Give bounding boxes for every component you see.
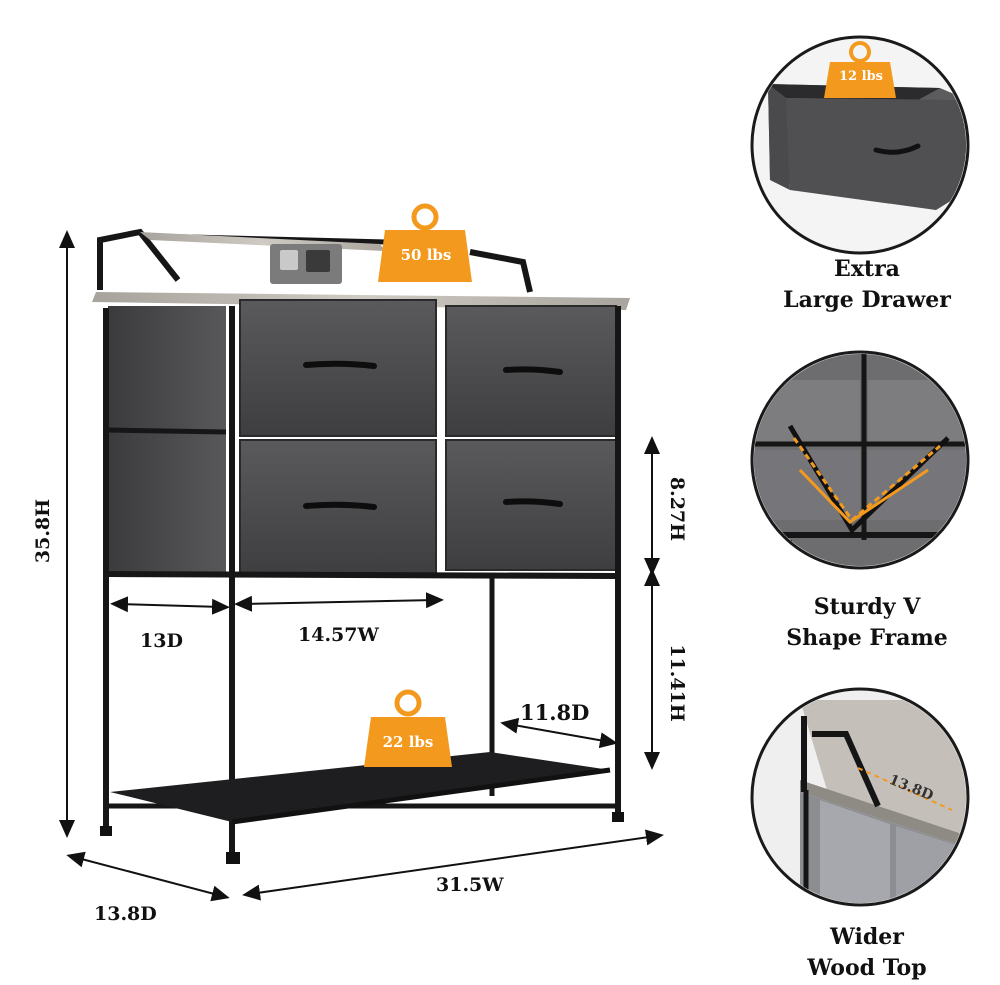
inset-wood-top [750,687,970,907]
inset-drawer [750,35,970,255]
feature-caption-line2: Shape Frame [786,625,948,651]
feature-caption-line1: Sturdy V [813,594,921,620]
dim-shelf-depth: 11.8D [520,700,590,725]
feature-caption-frame: Sturdy V Shape Frame [742,592,992,654]
feature-caption-top: Wider Wood Top [742,922,992,984]
feature-caption-line2: Large Drawer [783,287,951,313]
dim-drawer-depth: 13D [140,630,183,652]
weight-badge-shelf [364,689,452,767]
weight-label-shelf: 22 lbs [382,733,434,751]
dim-drawer-width: 14.57W [298,624,379,646]
feature-caption-drawer: Extra Large Drawer [742,254,992,316]
dim-total-height: 35.8H [32,498,54,564]
dim-overall-width: 31.5W [436,874,504,896]
feature-caption-line1: Extra [834,256,900,282]
drawer-bottom-right [445,439,617,571]
dresser [92,228,630,864]
weight-label-top: 50 lbs [400,246,452,264]
drawer-bottom-left [239,439,437,577]
inset-v-frame [750,350,970,570]
bottom-shelf [110,752,610,822]
dim-shelf-gap-height: 11.41H [666,644,688,722]
feature-caption-line2: Wood Top [807,955,927,981]
dim-overall-depth: 13.8D [94,903,157,925]
dim-drawer-height: 8.27H [666,476,688,542]
feature-caption-line1: Wider [830,924,904,950]
dimension-lines [59,230,664,902]
drawer-top-right [445,305,617,437]
drawer-top-left [239,299,437,437]
weight-label-drawer: 12 lbs [839,69,883,84]
power-outlet-icon [270,244,342,284]
weight-badge-top [378,203,472,282]
